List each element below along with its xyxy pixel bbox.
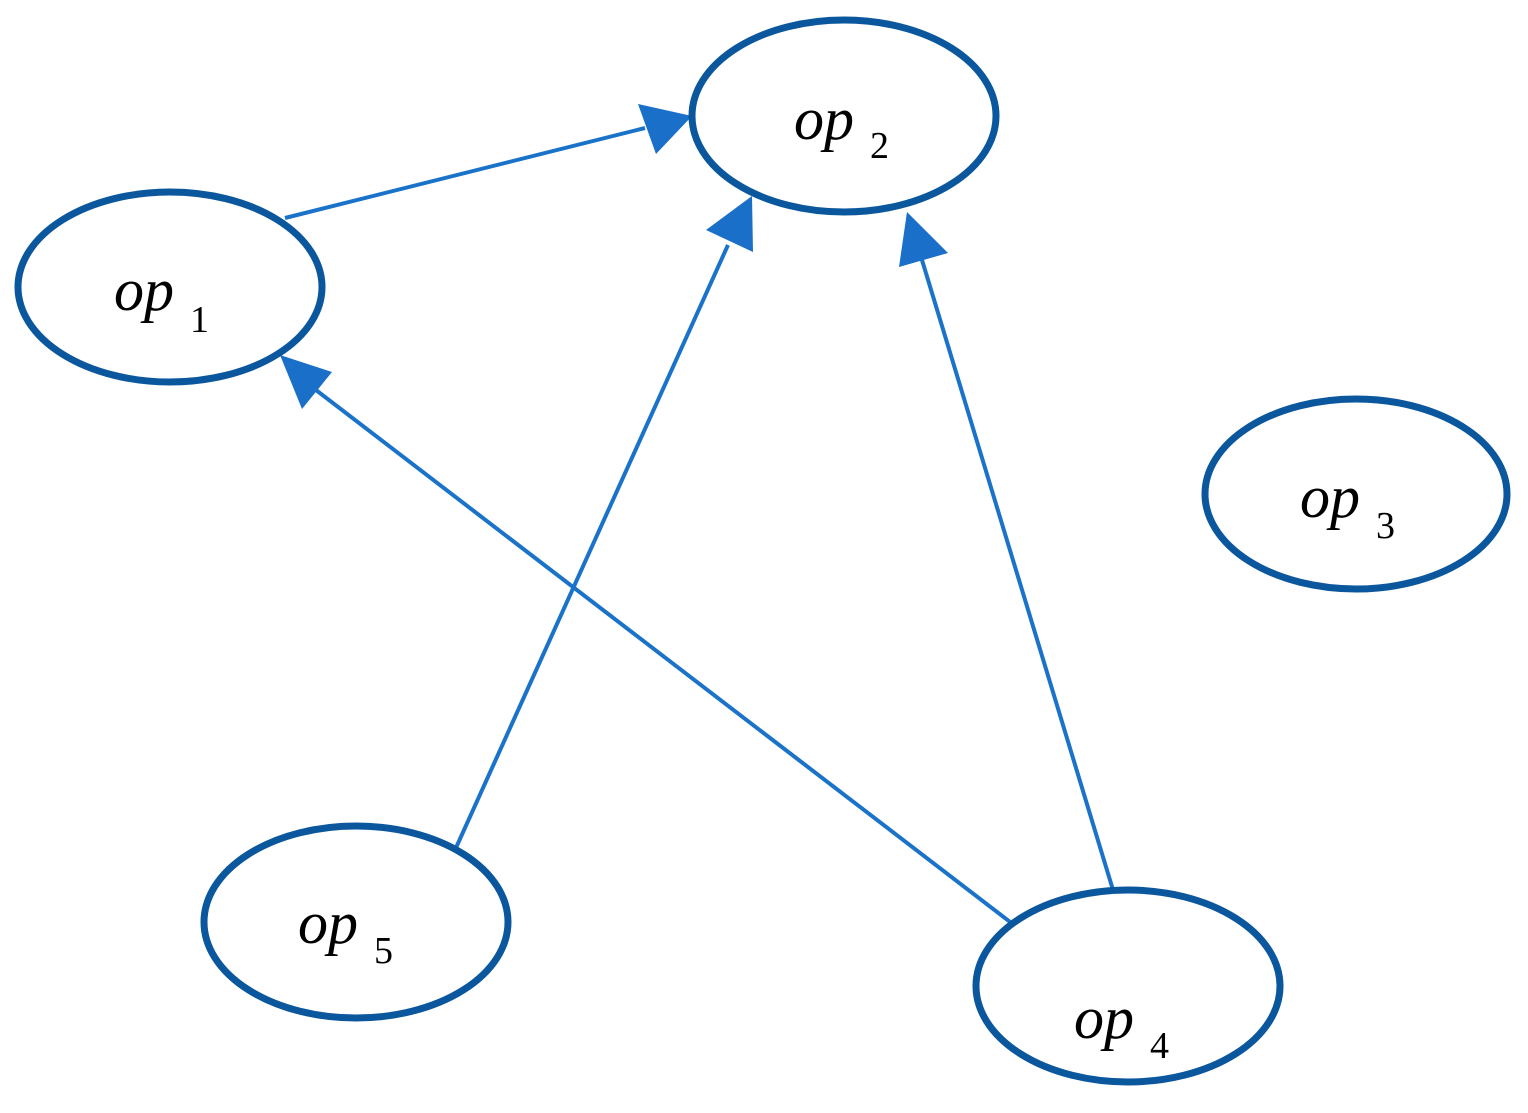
- node-ellipse: [1201, 395, 1511, 593]
- node-ellipse: [200, 822, 512, 1022]
- edge-line: [453, 244, 730, 851]
- edge-line: [284, 126, 646, 220]
- arrowhead-icon: [638, 104, 692, 154]
- edge-op1-to-op2: [284, 104, 692, 220]
- node-ellipse: [14, 188, 326, 386]
- edge-op4-to-op1: [280, 355, 1020, 930]
- edge-line: [310, 385, 1020, 930]
- node-ellipse: [972, 886, 1284, 1086]
- node-ellipse: [688, 16, 1000, 216]
- arrowhead-icon: [706, 196, 753, 252]
- arrowhead-icon: [899, 212, 948, 267]
- edge-op4-to-op2: [899, 212, 1115, 891]
- edge-op5-to-op2: [453, 196, 753, 851]
- edge-line: [920, 259, 1115, 891]
- arrowhead-icon: [280, 355, 332, 409]
